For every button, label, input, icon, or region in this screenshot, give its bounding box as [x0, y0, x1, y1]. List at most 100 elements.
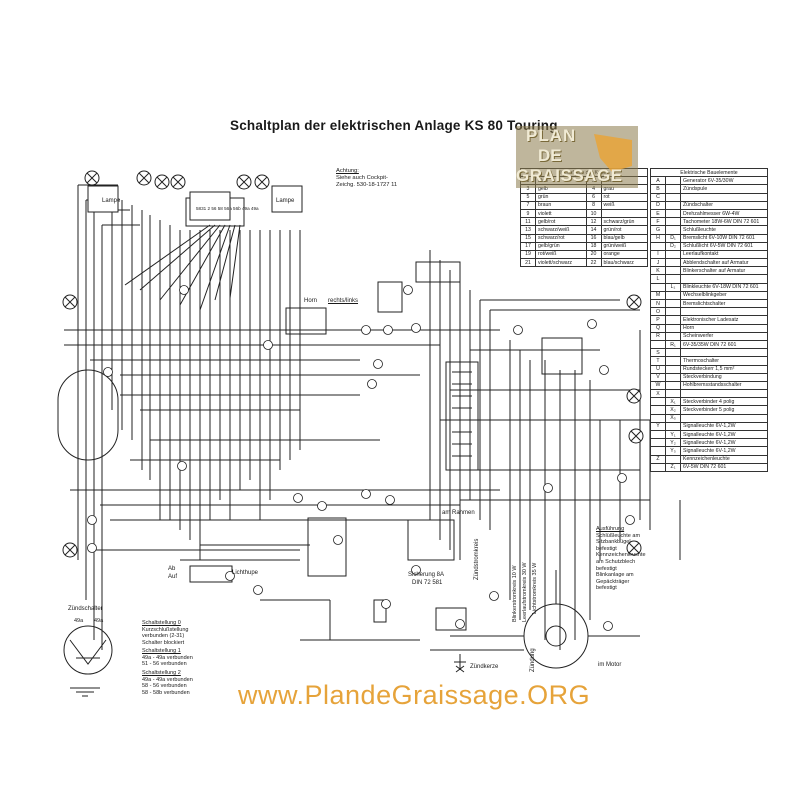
frame-ground-label: am Rahmen: [442, 510, 475, 516]
dim-up-label: Auf: [168, 574, 178, 580]
wire-marker: [103, 367, 113, 377]
table-cell: Scheinwerfer: [680, 331, 768, 341]
table-cell: R: [650, 331, 666, 341]
version-notes: Ausführung Schlüßleuchte am Sitzbankbüge…: [596, 526, 646, 592]
page-title: Schaltplan der elektrischen Anlage KS 80…: [230, 118, 558, 133]
table-cell: Signalleuchte 6V-1,2W: [680, 446, 768, 456]
table-cell: blau/schwarz: [600, 258, 649, 268]
table-cell: Q: [650, 323, 666, 333]
table-cell: [665, 454, 681, 464]
table-cell: [665, 192, 681, 202]
table-cell: [665, 176, 681, 186]
spark-plug-label: Zündkerze: [470, 664, 499, 670]
table-cell: D: [650, 200, 666, 210]
wire-marker: [317, 501, 327, 511]
lamp-icon: [236, 174, 252, 190]
table-cell: schwarz/rot: [535, 233, 587, 243]
note-line: Siehe auch Cockpit-: [336, 175, 388, 181]
table-cell: 9: [520, 208, 536, 219]
wire-marker: [543, 483, 553, 493]
table-cell: H: [650, 233, 666, 243]
watermark: www.PlandeGraissage.ORG: [238, 680, 591, 710]
table-cell: D₂: [665, 241, 681, 251]
table-cell: Rundsteckerr 1,5 mm²: [680, 364, 768, 374]
table-cell: M: [650, 290, 666, 301]
table-cell: Blinkleuchte 6V-18W DIN 72 601: [680, 282, 768, 292]
table-cell: [665, 331, 681, 341]
flasher-label: Lichthupe: [232, 570, 259, 576]
table-row: G Schlußleuchte: [650, 225, 768, 235]
table-cell: [680, 413, 768, 423]
table-cell: [650, 241, 666, 251]
table-cell: gelb/grün: [535, 241, 587, 251]
table-cell: [650, 397, 666, 407]
lamp-label-left: Lampe: [102, 198, 121, 204]
table-cell: 6V-5W DIN 72 601: [680, 462, 768, 472]
wire-marker: [177, 461, 187, 471]
direction-switch-label: rechts/links: [328, 298, 359, 304]
lamp-icon: [626, 540, 642, 556]
table-cell: F: [650, 217, 666, 227]
ignition-label: Zündung: [530, 648, 536, 672]
table-cell: [680, 192, 768, 202]
table-cell: T: [650, 356, 666, 366]
switch-position-1: Schaltstellung 1 49a - 49a verbunden 51 …: [142, 648, 193, 668]
table-cell: Signalleuchte 6V-1,2W: [680, 438, 768, 448]
fuse-din-label: DIN 72 581: [412, 580, 443, 586]
lamp-icon: [254, 174, 270, 190]
rev-counter-box: [271, 185, 303, 213]
lamp-icon: [626, 388, 642, 404]
table-cell: grün: [535, 192, 587, 202]
table-cell: schwarz/weiß: [535, 225, 587, 235]
table-cell: [665, 258, 681, 268]
lamp-icon: [154, 174, 170, 190]
table-cell: G: [650, 225, 666, 235]
table-cell: K: [650, 266, 666, 276]
table-cell: Schlußleuchte: [680, 225, 768, 235]
table-cell: Abblendschalter auf Armatur: [680, 258, 768, 268]
table-cell: X: [650, 389, 666, 399]
table-cell: Drehzahlmesser 6W-4W: [680, 208, 768, 219]
table-cell: [665, 389, 681, 399]
table-cell: P: [650, 315, 666, 325]
table-cell: [665, 364, 681, 374]
wire-marker: [367, 379, 377, 389]
table-cell: [650, 405, 666, 415]
table-cell: Steckverbinder 4 polig: [680, 397, 768, 407]
table-cell: Schlußlicht 6V-5W DIN 72 601: [680, 241, 768, 251]
drawing-reference-note: Achtung: Siehe auch Cockpit- Zeichg. 530…: [336, 168, 397, 189]
table-cell: Steckverbinder 5 polig: [680, 405, 768, 415]
table-row: O: [650, 307, 768, 317]
table-cell: 17: [520, 241, 536, 251]
table-cell: grün/rot: [600, 225, 649, 235]
lamp-icon: [136, 170, 152, 186]
table-cell: Elektronischer Ladesatz: [680, 315, 768, 325]
wire-marker: [381, 599, 391, 609]
table-cell: 10: [585, 208, 602, 219]
table-header: Elektrische Bauelemente: [650, 167, 768, 178]
table-cell: C: [650, 192, 666, 202]
table-row: L: [650, 274, 768, 284]
table-cell: N: [650, 298, 666, 309]
wire-marker: [599, 365, 609, 375]
wire-marker: [253, 585, 263, 595]
lamp-icon: [62, 542, 78, 558]
table-cell: [665, 348, 681, 358]
table-cell: 13: [520, 225, 536, 235]
wire-marker: [411, 323, 421, 333]
table-row: S: [650, 348, 768, 358]
table-cell: [665, 380, 681, 391]
